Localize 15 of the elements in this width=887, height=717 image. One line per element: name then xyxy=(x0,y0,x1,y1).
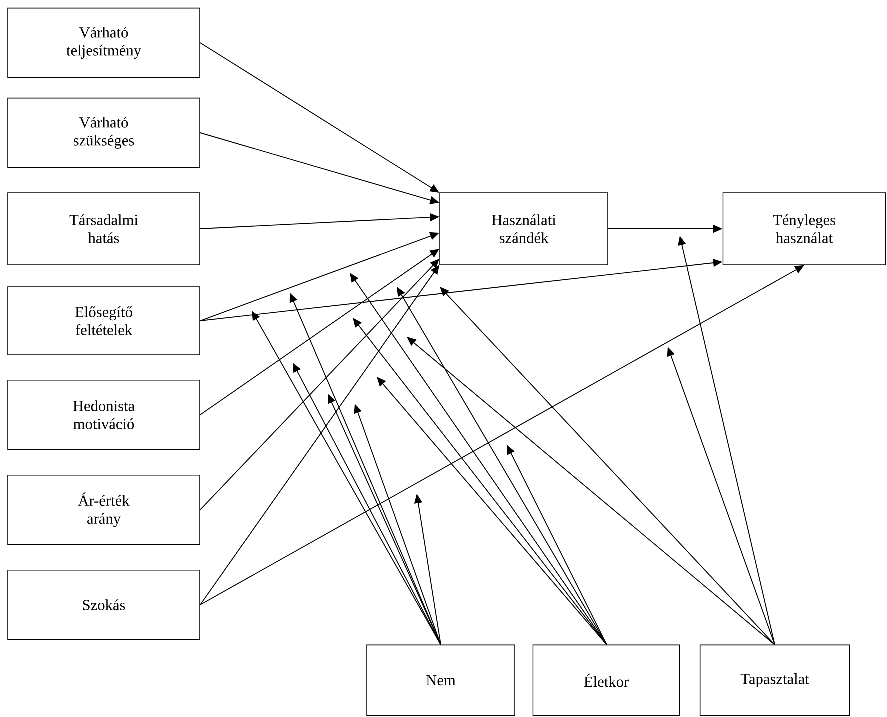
arrow xyxy=(407,337,776,646)
concept-box: Várható szükséges xyxy=(8,98,200,168)
concept-box: Társadalmi hatás xyxy=(8,192,200,266)
concept-box: Hedonista motiváció xyxy=(8,380,200,450)
concept-box: Ár-érték arány xyxy=(8,474,200,546)
arrow xyxy=(440,287,776,646)
arrow xyxy=(377,377,608,646)
concept-box: Tényleges használat xyxy=(722,192,886,266)
concept-box: Elősegítő feltételek xyxy=(8,286,200,356)
concept-box: Szokás xyxy=(8,570,200,640)
concept-box: Életkor xyxy=(532,644,680,716)
concept-box: Használati szándék xyxy=(440,192,608,266)
concept-box: Nem xyxy=(366,644,516,716)
concept-box: Tapasztalat xyxy=(700,644,850,716)
concept-box: Várható teljesítmény xyxy=(8,8,200,78)
